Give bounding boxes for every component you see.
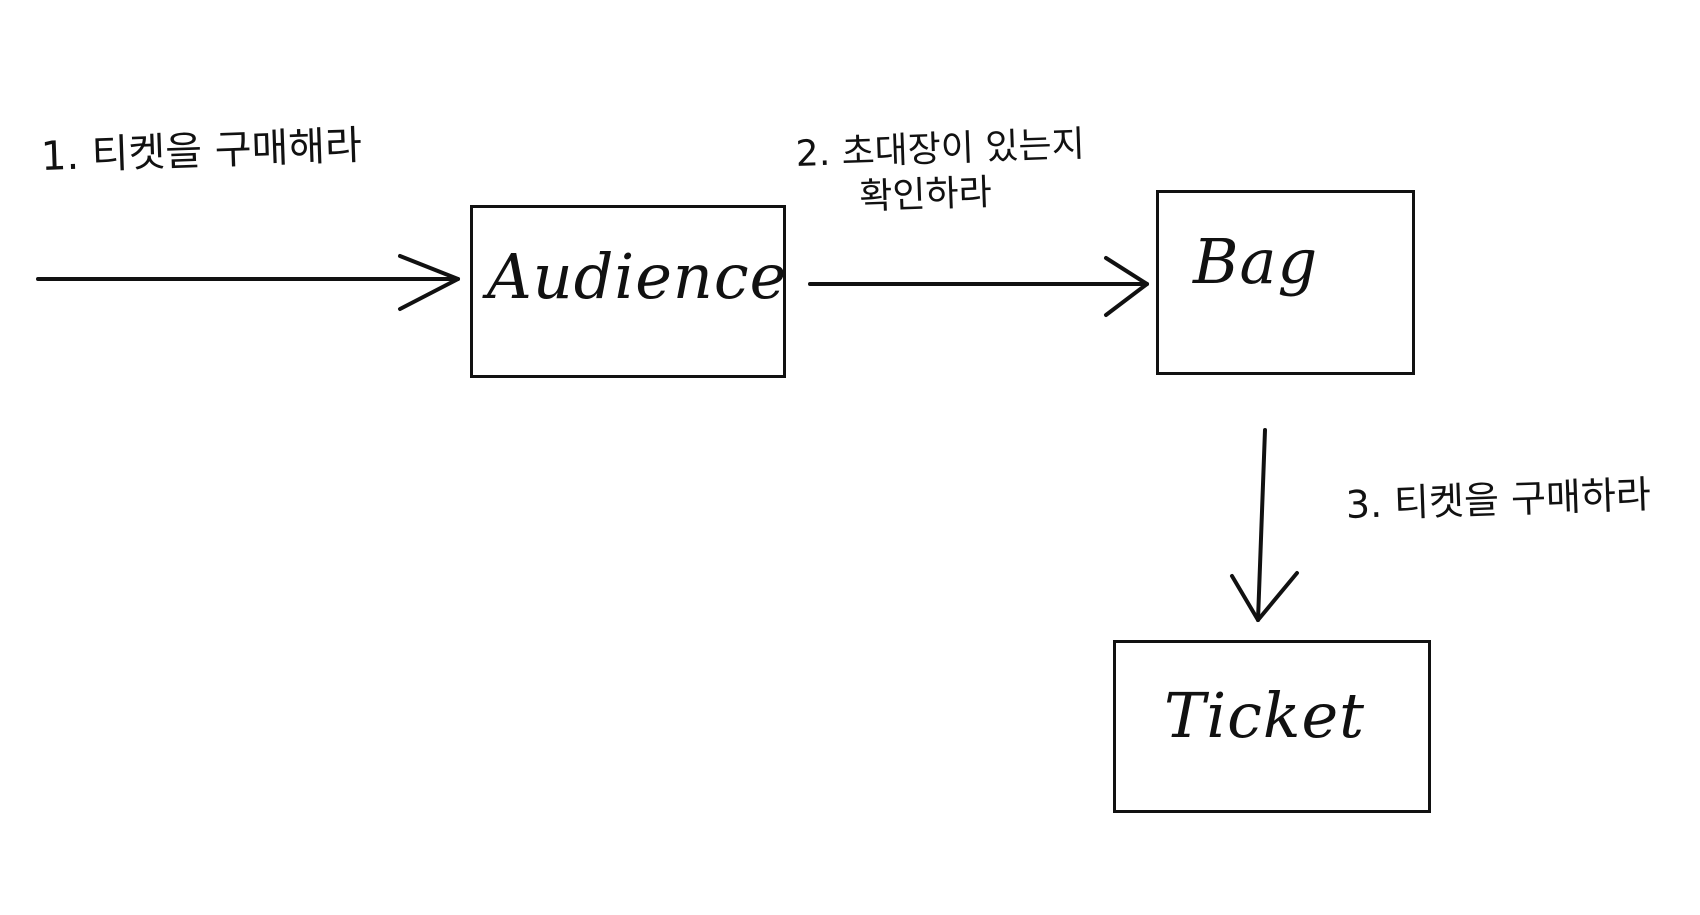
node-audience: Audience — [470, 205, 786, 378]
edge-label-check-invitation: 2. 초대장이 있는지 확인하라 — [795, 122, 1087, 222]
arrow-entry-to-audience — [36, 254, 460, 311]
arrow-audience-to-bag — [808, 256, 1149, 317]
arrow-bag-to-ticket — [1230, 428, 1299, 622]
node-bag: Bag — [1156, 190, 1415, 375]
node-ticket: Ticket — [1113, 640, 1431, 813]
node-ticket-label: Ticket — [1164, 679, 1366, 752]
node-audience-label: Audience — [487, 240, 788, 313]
node-bag-label: Bag — [1193, 225, 1319, 298]
